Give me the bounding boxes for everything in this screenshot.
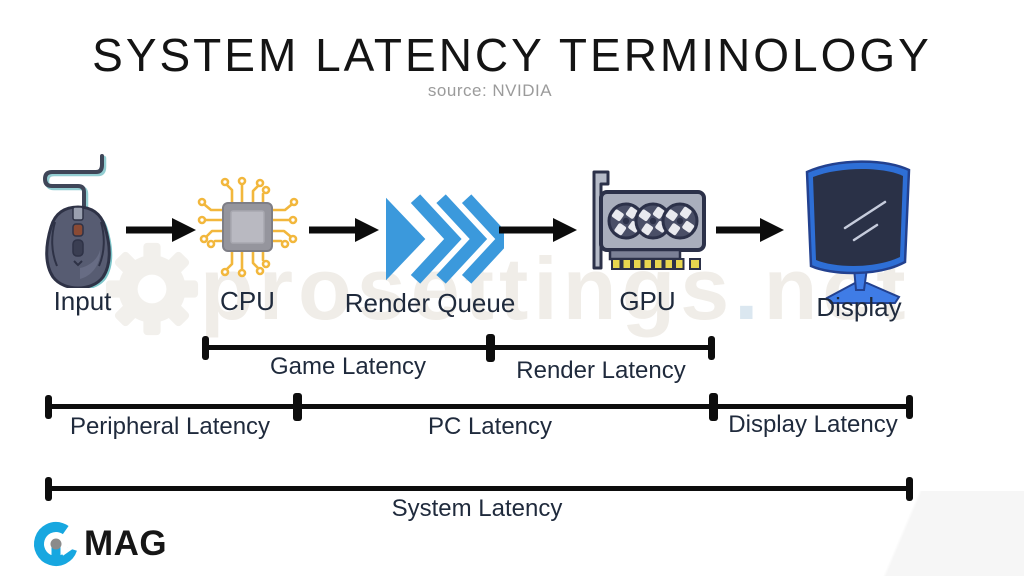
bracket-bar xyxy=(205,345,712,350)
system-latency-label: System Latency xyxy=(391,495,563,522)
right-arrow-icon xyxy=(309,218,379,242)
brand-text: MAG xyxy=(84,524,168,563)
pcmag-circle-icon xyxy=(34,522,78,566)
bracket-bar xyxy=(48,486,910,491)
render-latency-label: Render Latency xyxy=(516,357,686,384)
monitor-icon xyxy=(805,160,911,304)
bracket-tick xyxy=(906,477,913,501)
bracket-tick xyxy=(45,477,52,501)
mouse-icon xyxy=(42,154,113,288)
pcmag-logo: MAG xyxy=(32,520,167,568)
bracket-tick xyxy=(906,395,913,419)
node-label-render-queue: Render Queue xyxy=(344,288,516,318)
bracket-tick xyxy=(486,334,495,362)
page-title: SYSTEM LATENCY TERMINOLOGY xyxy=(92,29,932,81)
gpu-card-icon xyxy=(592,170,706,270)
node-label-cpu: CPU xyxy=(220,286,275,316)
source-note: source: NVIDIA xyxy=(427,81,553,100)
node-label-gpu: GPU xyxy=(619,286,676,316)
bracket-bar xyxy=(48,404,910,409)
bracket-tick xyxy=(202,336,209,360)
right-arrow-icon xyxy=(126,218,196,242)
pc-latency-label: PC Latency xyxy=(427,413,553,440)
gear-icon xyxy=(105,242,199,336)
node-label-input: Input xyxy=(53,286,112,316)
bracket-tick xyxy=(708,336,715,360)
right-arrow-icon xyxy=(716,218,784,242)
render-queue-chevrons-icon xyxy=(386,194,504,284)
watermark: prosettings.net xyxy=(104,238,911,340)
display-latency-label: Display Latency xyxy=(728,411,898,438)
right-arrow-icon xyxy=(499,218,577,242)
peripheral-latency-label: Peripheral Latency xyxy=(69,413,271,440)
game-latency-label: Game Latency xyxy=(269,353,427,380)
bracket-tick xyxy=(709,393,718,421)
node-label-display: Display xyxy=(816,292,902,322)
background-fold-artifact xyxy=(724,491,1024,576)
cpu-chip-icon xyxy=(197,176,299,278)
bracket-tick xyxy=(293,393,302,421)
bracket-tick xyxy=(45,395,52,419)
